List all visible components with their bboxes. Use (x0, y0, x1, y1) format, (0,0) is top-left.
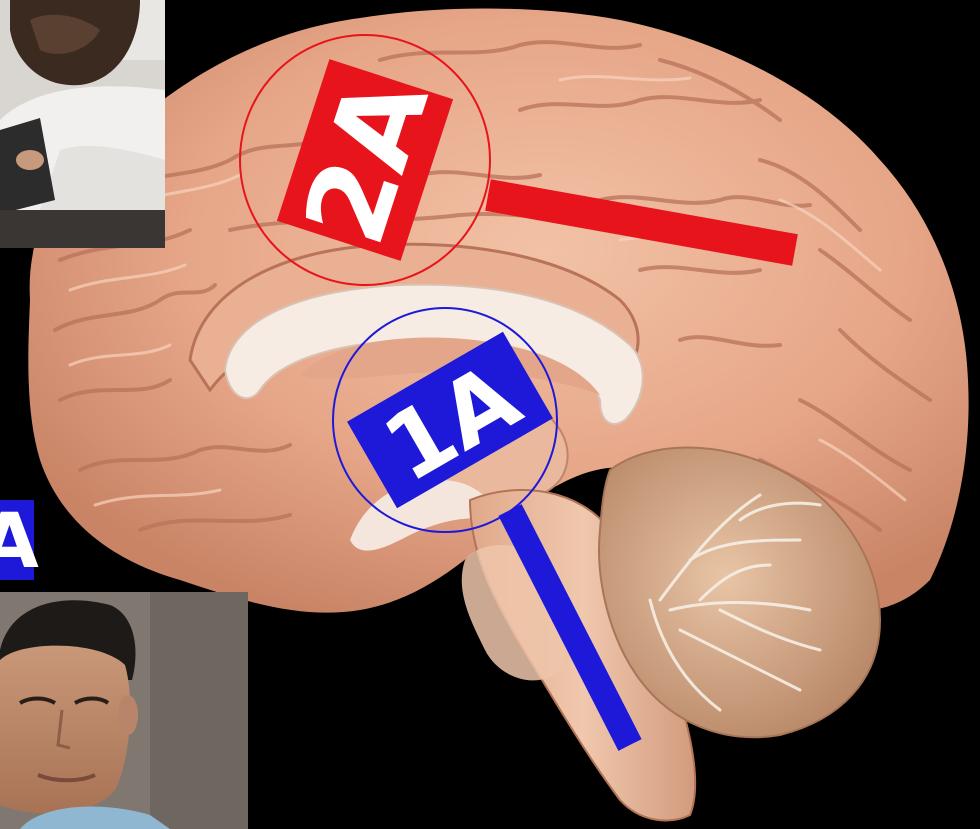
top-left-inset (0, 0, 165, 248)
edge-label: A (0, 496, 39, 585)
edge-label-text: A (0, 496, 39, 585)
bottom-left-inset (0, 592, 248, 829)
